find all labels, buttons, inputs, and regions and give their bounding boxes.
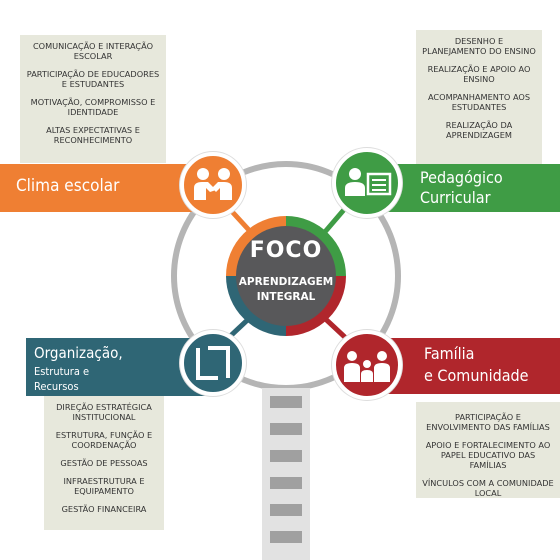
family-icon: [344, 351, 390, 382]
list-item: MOTIVAÇÃO, COMPROMISSO E IDENTIDADE: [30, 97, 156, 117]
center-title: FOCO: [249, 238, 323, 263]
organizacao-label-2: Estrutura e: [34, 365, 90, 378]
clima-banner: Clima escolar: [0, 164, 200, 212]
familia-items-box: PARTICIPAÇÃO E ENVOLVIMENTO DAS FAMÍLIAS…: [416, 402, 560, 498]
list-item: DESENHO E PLANEJAMENTO DO ENSINO: [422, 36, 536, 56]
list-item: ALTAS EXPECTATIVAS E RECONHECIMENTO: [46, 125, 140, 145]
list-item: VÍNCULOS COM A COMUNIDADE LOCAL: [422, 478, 554, 498]
pedagogico-circle: [332, 148, 402, 218]
list-item: REALIZAÇÃO E APOIO AO ENSINO: [427, 64, 531, 84]
organizacao-label-1: Organização,: [34, 344, 123, 362]
list-item: ESTRUTURA, FUNÇÃO E COORDENAÇÃO: [55, 430, 153, 450]
familia-label-2: e Comunidade: [424, 366, 529, 385]
pedagogico-banner: Pedagógico Curricular: [366, 164, 560, 212]
clima-items-box: COMUNICAÇÃO E INTERAÇÃO ESCOLAR PARTICIP…: [20, 35, 166, 163]
road-dash: [270, 423, 302, 435]
list-item: DIREÇÃO ESTRATÉGICA INSTITUCIONAL: [56, 402, 152, 422]
list-item: PARTICIPAÇÃO DE EDUCADORES E ESTUDANTES: [26, 69, 160, 89]
list-item: INFRAESTRUTURA E EQUIPAMENTO: [63, 476, 145, 496]
organizacao-items-box: DIREÇÃO ESTRATÉGICA INSTITUCIONAL ESTRUT…: [44, 396, 164, 530]
familia-label-1: Família: [424, 344, 475, 363]
list-item: PARTICIPAÇÃO E ENVOLVIMENTO DAS FAMÍLIAS: [426, 412, 550, 432]
clima-circle: [180, 152, 246, 218]
organizacao-label-3: Recursos: [34, 380, 79, 393]
road-dash: [270, 531, 302, 543]
frame-icon: [196, 346, 230, 380]
teacher-board-icon: [345, 168, 392, 196]
center-subtitle-1: APRENDIZAGEM: [238, 276, 334, 288]
road-dash: [270, 477, 302, 489]
organizacao-circle: [180, 330, 246, 396]
pedagogico-items-box: DESENHO E PLANEJAMENTO DO ENSINO REALIZA…: [416, 30, 542, 164]
organizacao-banner: Organização, Estrutura e Recursos: [26, 338, 208, 396]
center-ring: [226, 216, 346, 336]
pedagogico-label-2: Curricular: [420, 188, 491, 207]
road-dash: [270, 450, 302, 462]
familia-circle: [332, 330, 402, 400]
clima-label: Clima escolar: [16, 176, 120, 196]
list-item: REALIZAÇÃO DA APRENDIZAGEM: [445, 120, 513, 140]
road-dash: [270, 504, 302, 516]
list-item: COMUNICAÇÃO E INTERAÇÃO ESCOLAR: [32, 41, 154, 61]
pedagogico-label-1: Pedagógico: [420, 168, 503, 187]
list-item: GESTÃO DE PESSOAS: [60, 458, 148, 468]
road-dash: [270, 396, 302, 408]
handshake-icon: [194, 168, 232, 200]
list-item: GESTÃO FINANCEIRA: [61, 504, 147, 514]
center-subtitle-2: INTEGRAL: [256, 291, 316, 303]
list-item: APOIO E FORTALECIMENTO AO PAPEL EDUCATIV…: [425, 440, 551, 470]
list-item: ACOMPANHAMENTO AOS ESTUDANTES: [427, 92, 531, 112]
